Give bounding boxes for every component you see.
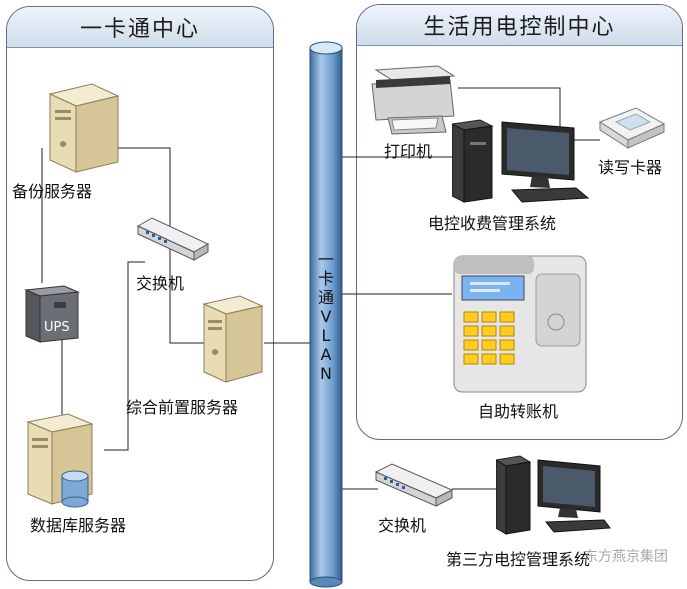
watermark-text: 东方燕京集团 bbox=[584, 549, 668, 565]
database-server-label: 数据库服务器 bbox=[30, 516, 127, 535]
vlan-label: 一 卡 通 V L A N bbox=[314, 250, 338, 383]
right-panel-title: 生活用电控制中心 bbox=[357, 5, 682, 46]
vlan-char: 通 bbox=[317, 288, 334, 307]
front-server-icon bbox=[202, 295, 264, 383]
front-server-label: 综合前置服务器 bbox=[126, 398, 239, 417]
printer-label: 打印机 bbox=[384, 142, 433, 161]
card-reader-icon bbox=[598, 107, 666, 149]
switch-left-label: 交换机 bbox=[136, 274, 185, 293]
vlan-char: 一 bbox=[317, 250, 334, 269]
third-party-label: 第三方电控管理系统 bbox=[446, 550, 591, 569]
vlan-char: 卡 bbox=[317, 269, 334, 288]
ups-label: UPS bbox=[44, 320, 70, 335]
switch-right-label: 交换机 bbox=[378, 516, 427, 535]
switch-left-icon bbox=[136, 217, 210, 261]
billing-system-label: 电控收费管理系统 bbox=[428, 214, 557, 233]
ups-icon bbox=[24, 285, 80, 343]
billing-computer-icon bbox=[452, 119, 590, 203]
switch-right-icon bbox=[374, 463, 454, 507]
backup-server-label: 备份服务器 bbox=[12, 182, 93, 201]
printer-icon bbox=[371, 65, 456, 135]
database-server-icon bbox=[26, 413, 94, 508]
vlan-char: L bbox=[321, 326, 331, 345]
card-reader-label: 读写卡器 bbox=[598, 158, 663, 177]
third-party-computer-icon bbox=[496, 455, 611, 535]
self-service-kiosk-icon bbox=[453, 255, 587, 393]
vlan-pipe bbox=[309, 41, 343, 588]
vlan-char: N bbox=[320, 364, 332, 383]
vlan-char: A bbox=[320, 345, 332, 364]
left-panel-title: 一卡通中心 bbox=[7, 7, 273, 48]
self-service-label: 自助转账机 bbox=[478, 402, 559, 421]
database-cylinder-icon bbox=[61, 470, 89, 508]
backup-server-icon bbox=[48, 83, 120, 173]
vlan-char: V bbox=[320, 307, 332, 326]
